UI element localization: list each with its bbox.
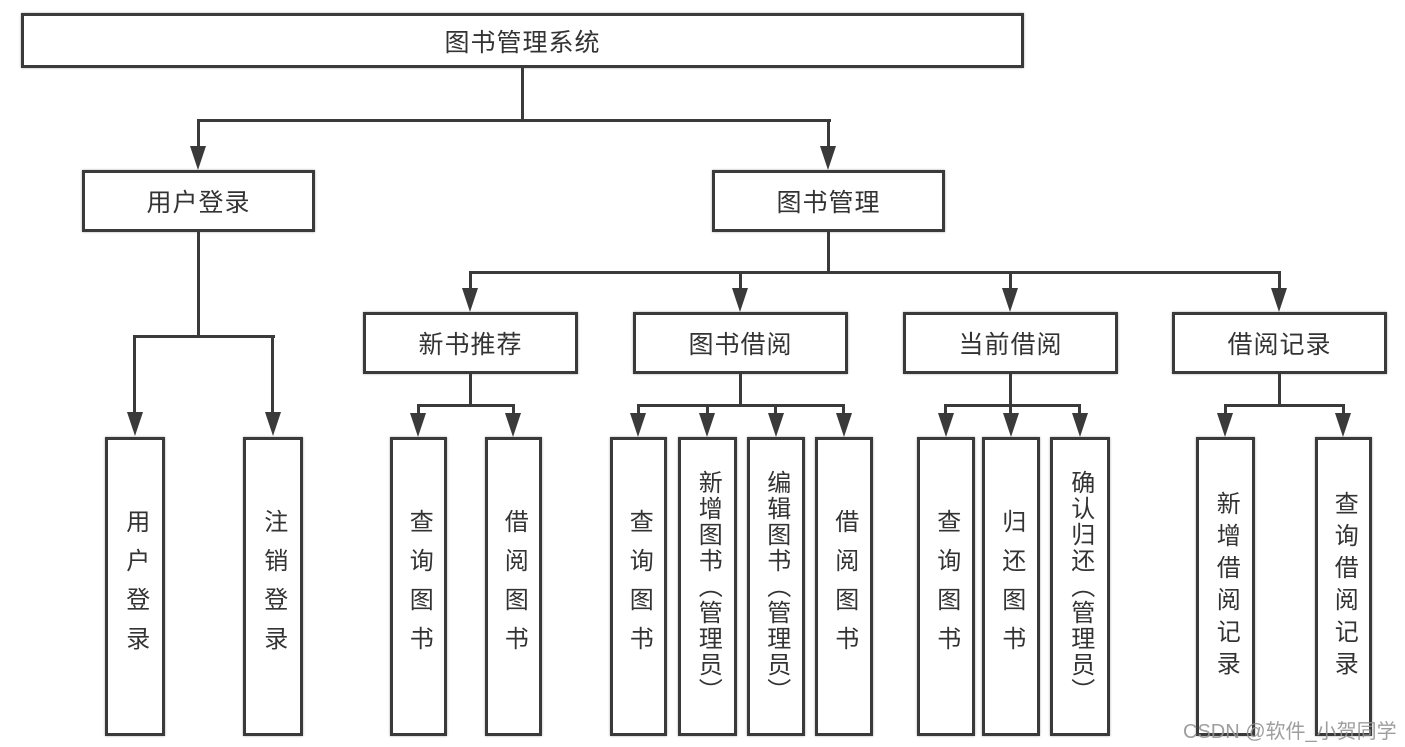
connector	[637, 404, 845, 407]
leaf-label: 注销登录	[259, 508, 287, 665]
leaf-label: 查询图书	[932, 508, 960, 665]
connector	[512, 404, 515, 416]
leaf-label: 用户登录	[121, 508, 149, 665]
connector	[944, 404, 947, 416]
node-label: 借阅记录	[1227, 331, 1332, 359]
leaf-label: 归还图书	[997, 508, 1025, 665]
connector	[774, 404, 777, 416]
leaf-label: 借阅图书	[500, 508, 528, 665]
node-label: 当前借阅	[958, 331, 1063, 359]
connector	[1342, 404, 1345, 416]
connector	[1224, 404, 1227, 416]
arrow-down-icon	[732, 288, 748, 312]
node-book-management: 图书管理	[712, 170, 945, 232]
arrow-down-icon	[190, 146, 206, 170]
arrow-down-icon	[836, 413, 852, 437]
arrow-down-icon	[820, 146, 836, 170]
leaf-label: 确认归还（管理员）	[1066, 469, 1094, 704]
leaf-label: 查询图书	[405, 508, 433, 665]
connector	[1009, 374, 1012, 407]
connector	[133, 335, 136, 414]
arrow-down-icon	[1217, 413, 1233, 437]
connector	[417, 404, 515, 407]
connector	[739, 374, 742, 407]
node-book-borrowing: 图书借阅	[633, 312, 848, 374]
node-borrowing-records: 借阅记录	[1172, 312, 1387, 374]
leaf-label: 借阅图书	[830, 508, 858, 665]
leaf-borrow-books-borrowing: 借阅图书	[815, 437, 873, 736]
connector	[469, 271, 1281, 274]
arrow-down-icon	[1335, 413, 1351, 437]
node-label: 图书管理	[776, 189, 881, 217]
connector	[1278, 271, 1281, 291]
connector	[706, 404, 709, 416]
connector	[637, 404, 640, 416]
node-current-borrowing: 当前借阅	[903, 312, 1118, 374]
connector	[197, 232, 200, 338]
connector	[133, 335, 275, 338]
connector	[1224, 404, 1345, 407]
connector	[1009, 271, 1012, 291]
connector	[417, 404, 420, 416]
leaf-borrow-books-recommend: 借阅图书	[485, 437, 542, 736]
leaf-label: 新增图书（管理员）	[694, 469, 722, 704]
node-label: 用户登录	[146, 189, 251, 217]
connector	[521, 68, 524, 121]
arrow-down-icon	[265, 412, 281, 436]
leaf-confirm-return-admin: 确认归还（管理员）	[1050, 437, 1110, 736]
connector	[469, 271, 472, 291]
arrow-down-icon	[938, 413, 954, 437]
leaf-query-borrow-record: 查询借阅记录	[1315, 437, 1372, 736]
connector	[827, 119, 830, 149]
node-new-book-recommendation: 新书推荐	[363, 312, 578, 374]
leaf-label: 查询借阅记录	[1330, 490, 1358, 683]
connector	[271, 335, 274, 414]
node-user-login: 用户登录	[82, 170, 315, 232]
arrow-down-icon	[1072, 413, 1088, 437]
arrow-down-icon	[630, 413, 646, 437]
connector	[1278, 374, 1281, 407]
leaf-label: 查询图书	[625, 508, 653, 665]
connector	[944, 404, 1081, 407]
leaf-logout: 注销登录	[243, 437, 303, 736]
connector	[739, 271, 742, 291]
leaf-query-books-borrowing: 查询图书	[610, 437, 667, 736]
leaf-query-books-current: 查询图书	[917, 437, 975, 736]
node-label: 图书借阅	[688, 331, 793, 359]
arrow-down-icon	[462, 288, 478, 312]
leaf-return-books: 归还图书	[982, 437, 1040, 736]
connector	[842, 404, 845, 416]
arrow-down-icon	[505, 413, 521, 437]
connector	[469, 374, 472, 407]
leaf-user-login: 用户登录	[105, 437, 165, 736]
node-label: 图书管理系统	[444, 28, 601, 57]
node-root-library-system: 图书管理系统	[21, 13, 1024, 68]
connector	[197, 119, 200, 149]
connector	[197, 119, 831, 122]
leaf-edit-books-admin: 编辑图书（管理员）	[747, 437, 805, 736]
connector	[1009, 404, 1012, 416]
leaf-add-borrow-record: 新增借阅记录	[1196, 437, 1255, 736]
node-label: 新书推荐	[418, 331, 523, 359]
arrow-down-icon	[768, 413, 784, 437]
csdn-watermark: CSDN @软件_小贺同学	[1183, 721, 1397, 743]
arrow-down-icon	[699, 413, 715, 437]
leaf-label: 新增借阅记录	[1212, 490, 1240, 683]
arrow-down-icon	[127, 412, 143, 436]
arrow-down-icon	[410, 413, 426, 437]
arrow-down-icon	[1003, 413, 1019, 437]
arrow-down-icon	[1271, 288, 1287, 312]
leaf-label: 编辑图书（管理员）	[762, 469, 790, 704]
connector	[1078, 404, 1081, 416]
leaf-add-books-admin: 新增图书（管理员）	[678, 437, 737, 736]
leaf-query-books-recommend: 查询图书	[390, 437, 447, 736]
connector	[827, 232, 830, 273]
arrow-down-icon	[1002, 288, 1018, 312]
